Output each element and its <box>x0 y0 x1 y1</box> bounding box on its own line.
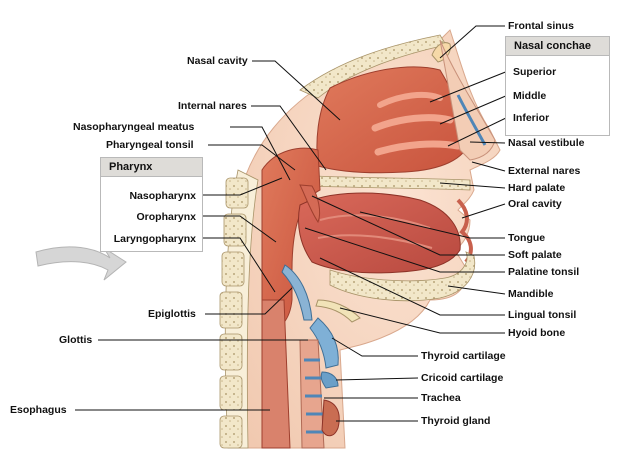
label-nasopharynx: Nasopharynx <box>129 190 196 202</box>
label-nasopharyngeal-meatus: Nasopharyngeal meatus <box>73 121 195 133</box>
label-nasal-vestibule: Nasal vestibule <box>508 137 585 149</box>
label-cricoid-cartilage: Cricoid cartilage <box>421 372 504 384</box>
trachea-shape <box>299 339 325 449</box>
label-mandible: Mandible <box>508 288 554 300</box>
nasal-conchae-title: Nasal conchae <box>506 37 609 56</box>
label-inferior: Inferior <box>513 112 550 124</box>
label-pharyngeal-tonsil: Pharyngeal tonsil <box>106 139 194 151</box>
hard-palate-shape <box>311 175 471 191</box>
label-middle: Middle <box>513 90 547 102</box>
label-hyoid-bone: Hyoid bone <box>508 327 566 339</box>
label-soft-palate: Soft palate <box>508 249 562 261</box>
vertebral-column <box>219 169 259 449</box>
hyoid-shape <box>315 299 361 323</box>
label-glottis: Glottis <box>59 334 93 346</box>
pharynx-box: Pharynx Nasopharynx Oropharynx Laryngoph… <box>100 157 203 252</box>
tongue-shape <box>298 192 461 274</box>
larynx-shape <box>309 317 339 369</box>
cricoid-shape <box>320 371 339 389</box>
label-oral-cavity: Oral cavity <box>508 198 562 210</box>
label-internal-nares: Internal nares <box>178 100 247 112</box>
soft-palate-shape <box>299 184 321 224</box>
airflow-arrow-icon <box>35 246 127 281</box>
label-epiglottis: Epiglottis <box>148 308 196 320</box>
label-esophagus: Esophagus <box>10 404 67 416</box>
thyroid-gland-shape <box>321 399 340 437</box>
epiglottis-shape <box>281 264 313 321</box>
label-hard-palate: Hard palate <box>508 182 566 194</box>
label-nasal-cavity: Nasal cavity <box>187 55 248 67</box>
esophagus-shape <box>261 299 291 449</box>
label-frontal-sinus: Frontal sinus <box>508 20 574 32</box>
label-laryngopharynx: Laryngopharynx <box>113 233 196 245</box>
label-thyroid-gland: Thyroid gland <box>421 415 491 427</box>
leader-lines <box>75 25 509 422</box>
mandible-shape <box>329 251 476 302</box>
label-superior: Superior <box>513 66 557 78</box>
label-trachea: Trachea <box>421 392 461 404</box>
nasal-conchae-box: Nasal conchae Superior Middle Inferior <box>505 36 610 136</box>
label-thyroid-cartilage: Thyroid cartilage <box>421 350 506 362</box>
label-palatine-tonsil: Palatine tonsil <box>508 266 580 278</box>
pharynx-title: Pharynx <box>101 158 202 177</box>
label-lingual-tonsil: Lingual tonsil <box>508 309 577 321</box>
label-external-nares: External nares <box>508 165 581 177</box>
skull-band <box>299 34 447 99</box>
label-tongue: Tongue <box>508 232 546 244</box>
label-oropharynx: Oropharynx <box>136 211 196 223</box>
